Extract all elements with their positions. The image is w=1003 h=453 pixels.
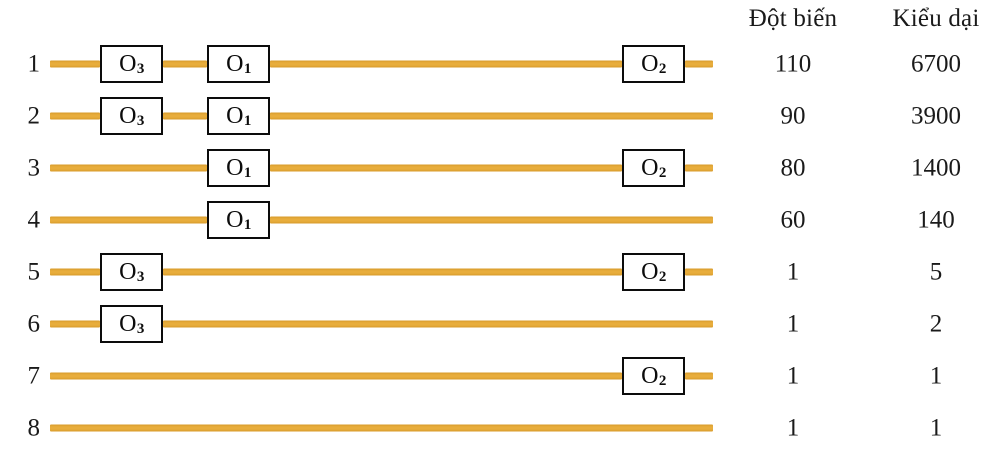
chromosome-segment — [50, 216, 207, 224]
gene-subscript: 2 — [658, 372, 667, 389]
gene-subscript: 1 — [243, 112, 252, 129]
wild-type-value: 3900 — [911, 102, 961, 130]
chromosome-segment — [685, 164, 713, 172]
chromosome-segment — [50, 60, 100, 68]
column-header-wild-type: Kiểu dại — [892, 5, 980, 32]
chromosome-segment — [50, 424, 713, 432]
gene-symbol: O — [119, 259, 137, 285]
wild-type-value: 1 — [929, 414, 943, 442]
wild-type-value: 140 — [917, 206, 955, 234]
gene-symbol: O — [119, 311, 137, 337]
row-number-label: 1 — [27, 50, 41, 78]
chromosome-segment — [163, 112, 207, 120]
wild-type-value: 1 — [929, 362, 943, 390]
row-number-label: 5 — [27, 258, 41, 286]
gene-symbol: O — [641, 363, 659, 389]
mutant-value: 60 — [780, 206, 806, 234]
gene-subscript: 3 — [136, 320, 145, 337]
gene-subscript: 3 — [136, 60, 145, 77]
chromosome-segment — [50, 372, 622, 380]
gene-symbol: O — [641, 51, 659, 77]
mutant-value: 1 — [786, 362, 800, 390]
mutant-value: 90 — [780, 102, 806, 130]
gene-subscript: 2 — [658, 268, 667, 285]
chromosome-segment — [50, 268, 100, 276]
mutant-value: 80 — [780, 154, 806, 182]
diagram-row: 8 1 1 — [0, 402, 1003, 453]
gene-subscript: 1 — [243, 216, 252, 233]
row-number-label: 8 — [27, 414, 41, 442]
gene-symbol: O — [226, 155, 244, 181]
gene-subscript: 2 — [658, 164, 667, 181]
chromosome-segment — [685, 268, 713, 276]
gene-symbol: O — [226, 207, 244, 233]
gene-symbol: O — [119, 51, 137, 77]
gene-symbol: O — [641, 155, 659, 181]
chromosome-segment — [163, 268, 622, 276]
mutant-value: 1 — [786, 310, 800, 338]
chromosome-segment — [163, 320, 713, 328]
row-number-label: 2 — [27, 102, 41, 130]
row-number-label: 3 — [27, 154, 41, 182]
row-number-label: 6 — [27, 310, 41, 338]
mutant-value: 1 — [786, 258, 800, 286]
gene-subscript: 3 — [136, 112, 145, 129]
gene-symbol: O — [641, 259, 659, 285]
gene-subscript: 1 — [243, 60, 252, 77]
chromosome-segment — [270, 216, 713, 224]
chromosome-segment — [270, 60, 622, 68]
chromosome-segment — [270, 164, 622, 172]
gene-subscript: 3 — [136, 268, 145, 285]
gene-subscript: 1 — [243, 164, 252, 181]
mutant-value: 110 — [774, 50, 812, 78]
row-number-label: 7 — [27, 362, 41, 390]
chromosome-segment — [685, 372, 713, 380]
chromosome-segment — [270, 112, 713, 120]
column-header-mutant: Đột biến — [748, 5, 838, 32]
gene-symbol: O — [119, 103, 137, 129]
wild-type-value: 2 — [929, 310, 943, 338]
chromosome-segment — [50, 320, 100, 328]
chromosome-segment — [50, 112, 100, 120]
wild-type-value: 6700 — [911, 50, 961, 78]
wild-type-value: 5 — [929, 258, 943, 286]
gene-subscript: 2 — [658, 60, 667, 77]
wild-type-value: 1400 — [911, 154, 961, 182]
row-number-label: 4 — [27, 206, 41, 234]
chromosome-segment — [685, 60, 713, 68]
mutant-value: 1 — [786, 414, 800, 442]
gene-symbol: O — [226, 103, 244, 129]
chromosome-segment — [50, 164, 207, 172]
gene-symbol: O — [226, 51, 244, 77]
chromosome-segment — [163, 60, 207, 68]
